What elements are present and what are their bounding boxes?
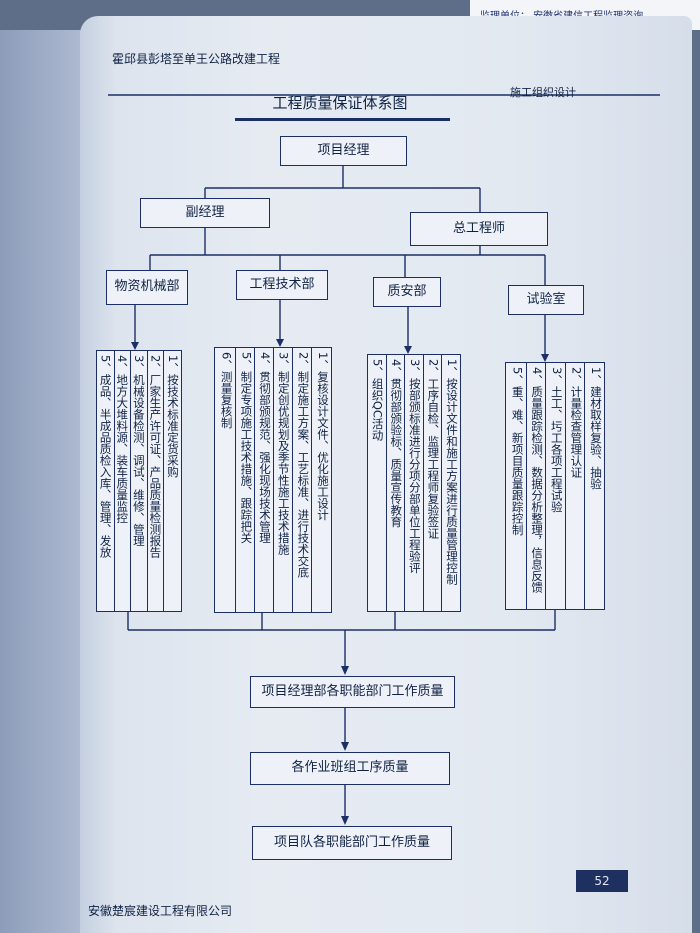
duty-item: 2、制定施工方案、工艺标准、进行技术交底	[291, 348, 312, 612]
materials-duties-column: 1、按技术标准定货采购 2、厂家生产许可证、产品质量检测报告 3、机械设备检测、…	[96, 350, 182, 612]
flow-box-team-department-quality: 项目队各职能部门工作质量	[252, 826, 452, 860]
flow-box-department-quality: 项目经理部各职能部门工作质量	[250, 676, 455, 708]
flow-label: 各作业班组工序质量	[291, 760, 409, 775]
dept-quality-safety-box: 质安部	[373, 277, 441, 307]
project-name: 霍邱县彭塔至单王公路改建工程	[112, 52, 281, 66]
duty-item: 4、质量跟踪检测、数据分析整理，信息反馈	[525, 363, 546, 609]
duty-item: 1、按设计文件和施工方案进行质量管理控制	[441, 355, 460, 611]
project-manager-label: 项目经理	[317, 143, 370, 158]
duty-item: 3、土工、圬工各项工程试验	[545, 363, 565, 609]
dept-laboratory-box: 试验室	[508, 285, 584, 315]
deputy-manager-label: 副经理	[185, 205, 225, 220]
quality-safety-duties-column: 1、按设计文件和施工方案进行质量管理控制 2、工序自检、监理工程师复验签证 3、…	[367, 354, 461, 612]
duty-item: 1、按技术标准定货采购	[163, 351, 181, 611]
duty-item: 4、贯彻部颁验标、质量宣传教育	[385, 355, 405, 611]
duty-item: 3、制定创优规划及季节性施工技术措施	[273, 348, 292, 612]
duty-item: 2、工序自检、监理工程师复验签证	[422, 355, 442, 611]
deputy-manager-box: 副经理	[140, 198, 270, 228]
chart-title: 工程质量保证体系图	[272, 94, 408, 112]
flow-label: 项目经理部各职能部门工作质量	[261, 684, 444, 699]
duty-item: 3、机械设备检测、调试、维修、管理	[130, 351, 147, 611]
dept-materials-box: 物资机械部	[106, 270, 188, 305]
duty-item: 4、地方大堆料源、装车质量监控	[113, 351, 131, 611]
dept-engineering-label: 工程技术部	[249, 277, 315, 292]
dept-engineering-box: 工程技术部	[236, 270, 328, 300]
project-manager-box: 项目经理	[280, 136, 407, 166]
duty-item: 1、建材取样复验、抽验	[584, 363, 604, 609]
engineering-duties-column: 1、复核设计文件、优化施工设计 2、制定施工方案、工艺标准、进行技术交底 3、制…	[214, 347, 332, 613]
dept-materials-label: 物资机械部	[114, 279, 180, 294]
flow-box-team-process-quality: 各作业班组工序质量	[250, 752, 450, 785]
section-name: 施工组织设计	[510, 86, 576, 99]
chief-engineer-label: 总工程师	[452, 221, 505, 236]
duty-item: 2、计量检查管理认证	[564, 363, 585, 609]
laboratory-duties-column: 1、建材取样复验、抽验 2、计量检查管理认证 3、土工、圬工各项工程试验 4、质…	[505, 362, 605, 610]
duty-item: 5、重、难、新项目质量跟踪控制	[510, 367, 525, 536]
duty-item: 5、成品、半成品质检入库、管理、发放	[98, 355, 113, 558]
flow-label: 项目队各职能部门工作质量	[273, 835, 430, 850]
duty-item: 4、贯彻部颁规范、强化现场技术管理	[254, 348, 273, 612]
title-underline	[235, 118, 450, 121]
duty-item: 6、测量复核制	[219, 352, 234, 429]
page-number: 52	[576, 870, 628, 892]
chief-engineer-box: 总工程师	[410, 212, 548, 246]
dept-quality-safety-label: 质安部	[387, 284, 427, 299]
duty-item: 3、按部颁标准进行分项分部单位工程验评	[404, 355, 423, 611]
company-name: 安徽楚宸建设工程有限公司	[88, 904, 233, 918]
dept-laboratory-label: 试验室	[526, 292, 566, 307]
duty-item: 5、组织QC活动	[370, 359, 385, 441]
duty-item: 5、制定专项施工技术措施、跟踪把关	[234, 348, 255, 612]
duty-item: 1、复核设计文件、优化施工设计	[311, 348, 331, 612]
duty-item: 2、厂家生产许可证、产品质量检测报告	[146, 351, 164, 611]
